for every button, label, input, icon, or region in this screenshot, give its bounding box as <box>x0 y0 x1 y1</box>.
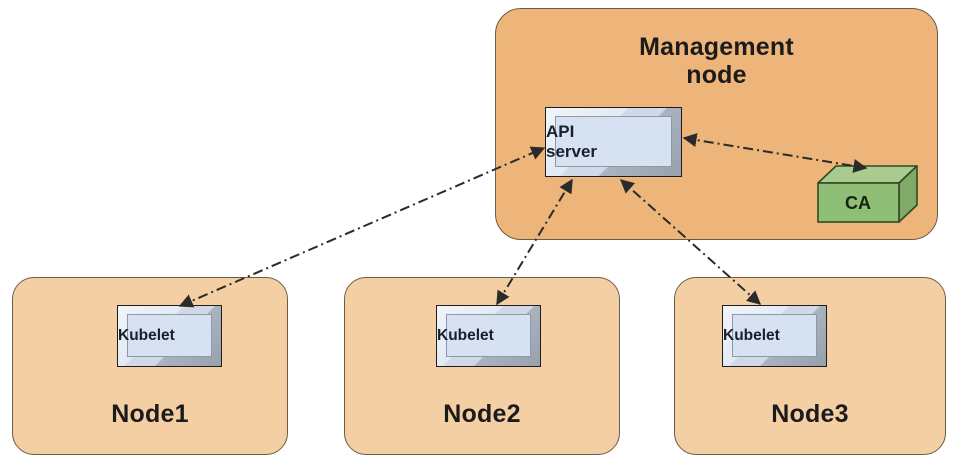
ca-label: CA <box>845 193 871 213</box>
kubelet1-face <box>127 314 212 357</box>
ca-box[interactable]: CA <box>815 163 920 225</box>
management-node-title: Management node <box>496 33 937 89</box>
node3-title: Node3 <box>771 400 849 428</box>
management-node-title-line1: Management <box>639 33 794 61</box>
kubelet3-face <box>732 314 817 357</box>
kubelet2-box[interactable]: Kubelet <box>436 305 541 367</box>
node2-title: Node2 <box>443 400 521 428</box>
node1-title: Node1 <box>111 400 189 428</box>
api-server-label-line1: API <box>546 122 575 141</box>
api-server-face <box>555 116 672 167</box>
kubelet2-label: Kubelet <box>437 327 494 344</box>
kubelet1-box[interactable]: Kubelet <box>117 305 222 367</box>
ca-cuboid-icon: CA <box>817 165 918 223</box>
kubelet2-face <box>446 314 531 357</box>
kubelet3-label: Kubelet <box>723 327 780 344</box>
api-server-box[interactable]: API server <box>545 107 682 177</box>
api-server-label: API server <box>546 122 681 162</box>
management-node-title-line2: node <box>686 61 747 89</box>
api-server-label-line2: server <box>546 142 598 162</box>
kubelet3-box[interactable]: Kubelet <box>722 305 827 367</box>
kubelet1-label: Kubelet <box>118 327 175 344</box>
